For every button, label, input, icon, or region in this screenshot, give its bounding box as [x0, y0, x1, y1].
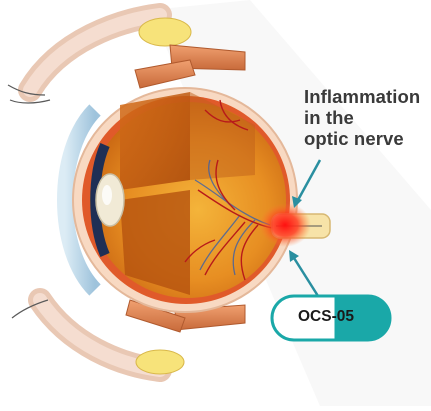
fat-pad-lower	[136, 350, 184, 374]
annotation-line-2: in the	[304, 107, 429, 128]
fat-pad-upper	[139, 18, 191, 46]
pill-label: OCS-05	[286, 307, 366, 327]
inflammation-annotation: Inflammation in the optic nerve	[304, 86, 429, 149]
inflammation-glow	[259, 203, 311, 247]
vitreous-cutaway	[120, 92, 190, 190]
annotation-line-3: optic nerve	[304, 128, 429, 149]
annotation-line-1: Inflammation	[304, 86, 429, 107]
